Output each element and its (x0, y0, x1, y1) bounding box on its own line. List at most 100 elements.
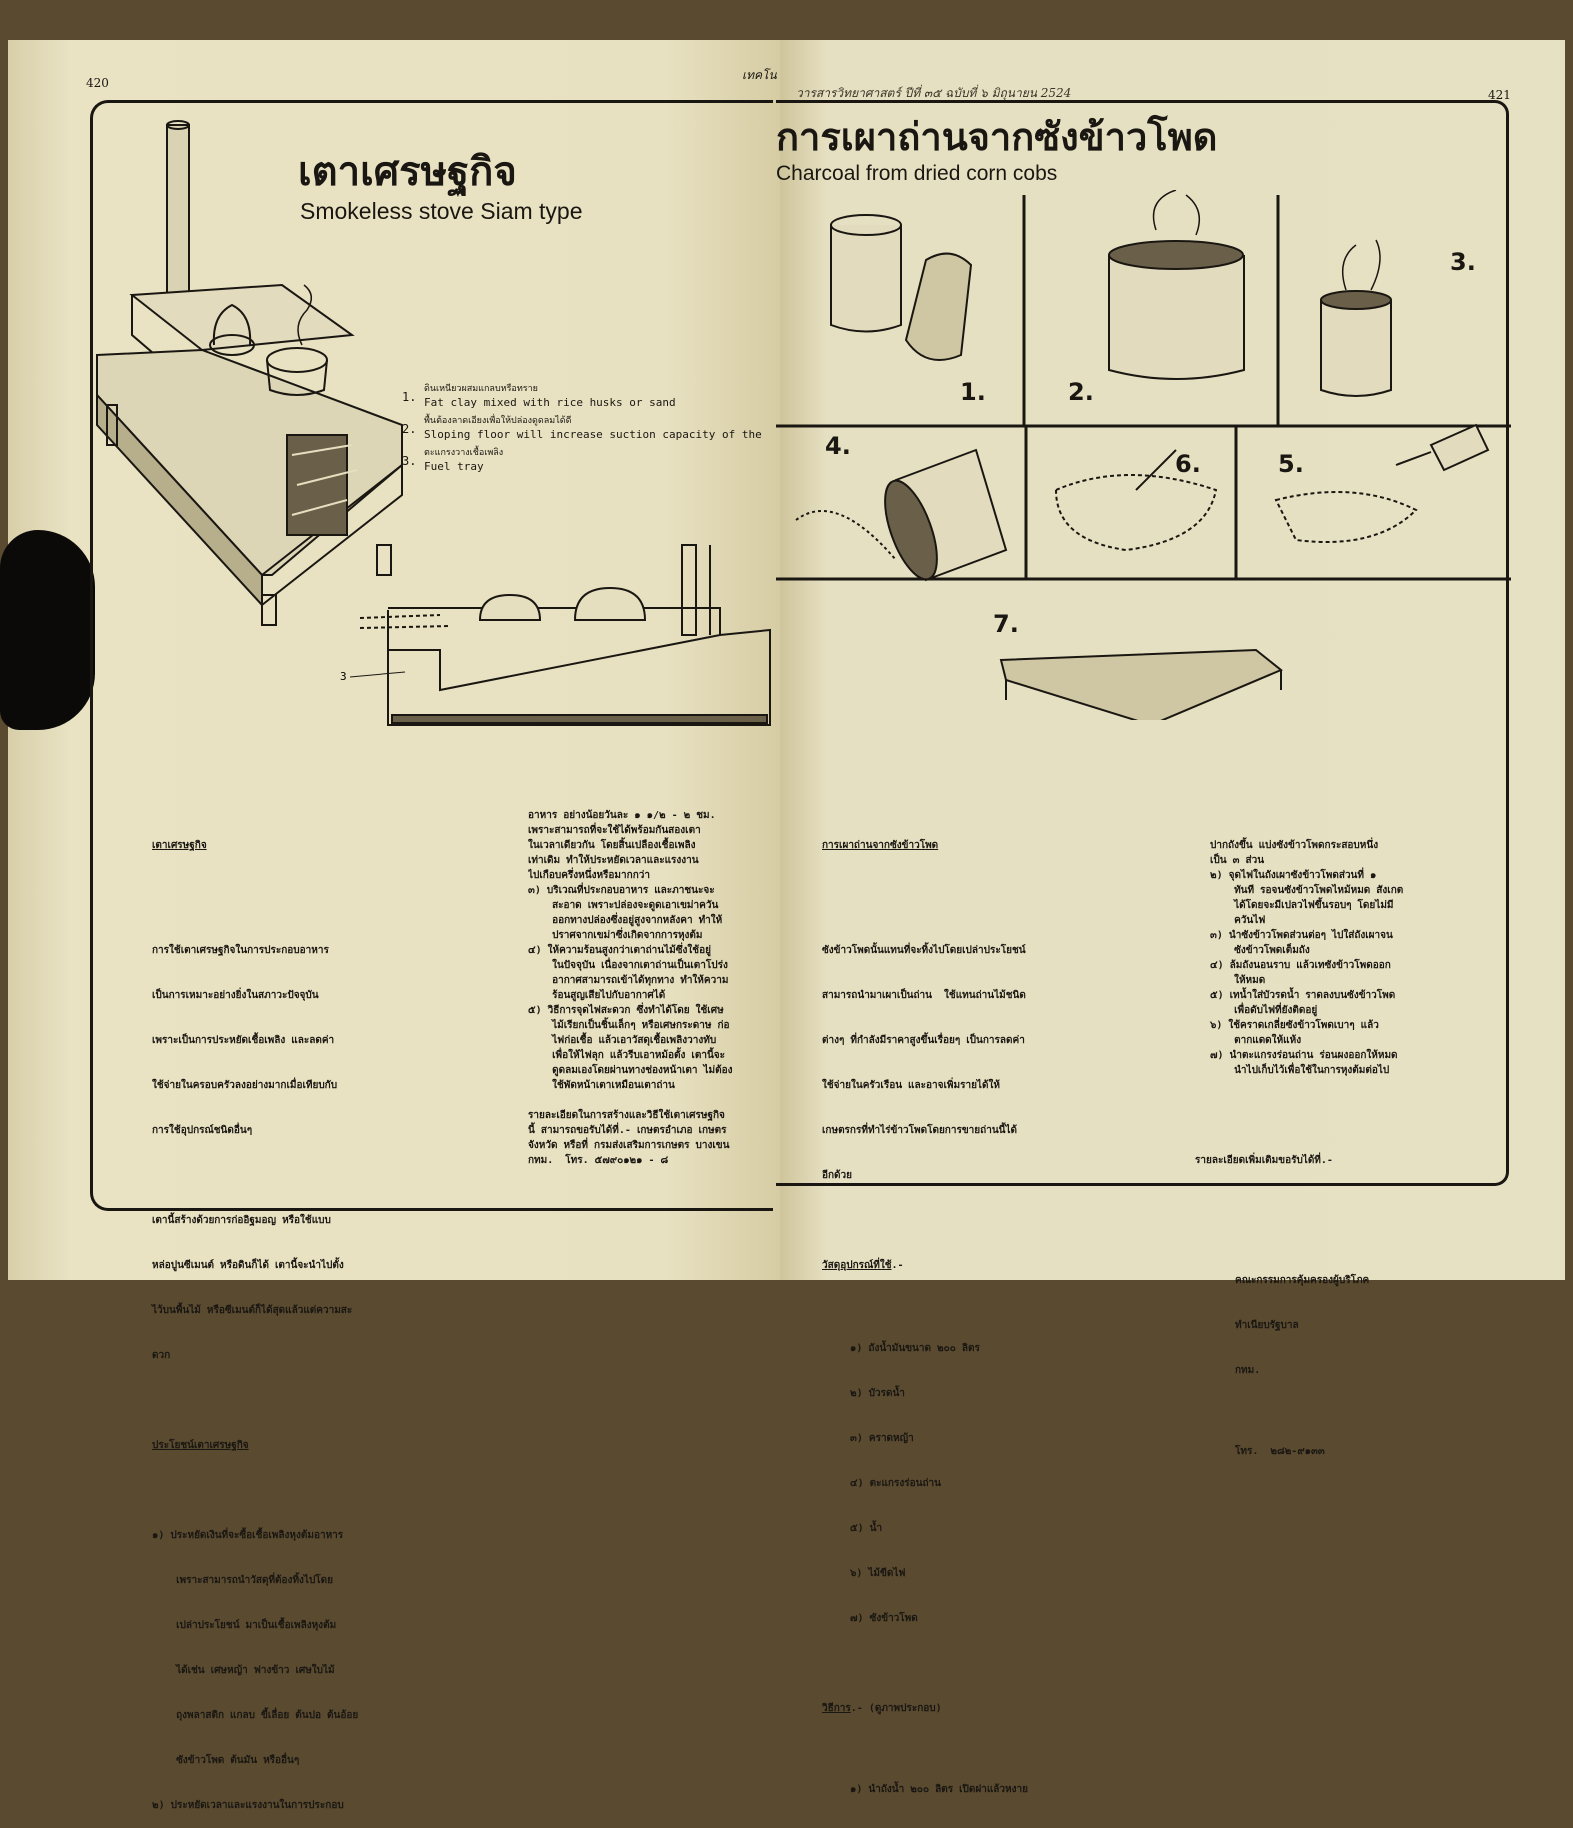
legend-thai: ดินเหนียวผสมแกลบหรือทราย (424, 384, 538, 394)
text-line: กทม. โทร. ๕๗๙๐๑๒๑ - ๘ (528, 1155, 669, 1166)
text-line: สะอาด เพราะปล่องจะดูดเอาเขม่าควัน (528, 900, 719, 911)
materials-heading: วัสดุอุปกรณ์ที่ใช้ (822, 1260, 892, 1271)
text-line: เพราะสามารถนำวัสดุที่ต้องทิ้งไปโดย (152, 1575, 334, 1586)
text-line: เป็น ๓ ส่วน (1210, 855, 1265, 866)
method-heading: วิธีการ (822, 1703, 851, 1714)
text-line: เตานี้สร้างด้วยการก่ออิฐมอญ หรือใช้แบบ (152, 1215, 331, 1226)
text-line: ได้เช่น เศษหญ้า ฟางข้าว เศษใบไม้ (152, 1665, 335, 1676)
stove-cross-section: 3 (340, 544, 771, 726)
text-line: นำไปเก็บไว้เพื่อใช้ในการหุงต้มต่อไป (1210, 1065, 1390, 1076)
charcoal-text-column-2: ปากถังขึ้น แบ่งซังข้าวโพดกระสอบหนึ่งเป็น… (1195, 808, 1403, 1504)
text-line: ถุงพลาสติก แกลบ ขี้เลื่อย ต้นปอ ต้นอ้อย (152, 1710, 359, 1721)
charcoal-title-thai: การเผาถ่านจากซังข้าวโพด (776, 115, 1218, 159)
text-line: ใช้จ่ายในครัวเรือน และอาจเพิ่มรายได้ให้ (822, 1080, 1000, 1091)
legend-number: 1. (402, 390, 417, 404)
text-line: เท่าเดิม ทำให้ประหยัดเวลาและแรงงาน (528, 855, 699, 866)
text-line: ๓) นำซังข้าวโพดส่วนต่อๆ ไปใส่ถังเผาจน (1210, 930, 1393, 941)
step-label: 6. (1175, 450, 1201, 478)
text-line: ซังข้าวโพดนั้นแทนที่จะทิ้งไปโดยเปล่าประโ… (822, 945, 1026, 956)
text-line: ต่างๆ ที่กำลังมีราคาสูงขึ้นเรื่อยๆ เป็นก… (822, 1035, 1025, 1046)
material-item: ๖) ไม้ขีดไฟ (850, 1568, 906, 1579)
text-line: รายละเอียดในการสร้างและวิธีใช้เตาเศรษฐกิ… (528, 1110, 725, 1121)
legend-item: 2. พื้นต้องลาดเอียงเพื่อให้ปล่องดูดลมได้… (402, 414, 774, 442)
section-heading: การเผาถ่านจากซังข้าวโพด (822, 840, 939, 851)
text-line: เพราะเป็นการประหยัดเชื้อเพลิง และลดค่า (152, 1035, 335, 1046)
text-line: ๒) ประหยัดเวลาและแรงงานในการประกอบ (152, 1800, 344, 1811)
text-line: ไฟก่อเชื้อ แล้วเอาวัสดุเชื้อเพลิงวางทับ (528, 1035, 717, 1046)
method-suffix: .- (ดูภาพประกอบ) (850, 1703, 942, 1714)
more-info-label: รายละเอียดเพิ่มเติมขอรับได้ที่.- (1195, 1155, 1333, 1166)
step-label: 2. (1068, 378, 1094, 406)
legend-number: 2. (402, 422, 417, 436)
text-line: ในเวลาเดียวกัน โดยสิ้นเปลืองเชื้อเพลิง (528, 840, 696, 851)
charcoal-title-english: Charcoal from dried corn cobs (776, 162, 1058, 185)
thumb-shadow (0, 530, 95, 730)
contact-line: ทำเนียบรัฐบาล (1235, 1320, 1299, 1331)
contact-line: คณะกรรมการคุ้มครองผู้บริโภค (1235, 1275, 1370, 1286)
text-line: ซังข้าวโพดเต็มถัง (1210, 945, 1310, 956)
text-line: การใช้เตาเศรษฐกิจในการประกอบอาหาร (152, 945, 329, 956)
contact-line: กทม. (1235, 1365, 1261, 1376)
text-line: ให้หมด (1210, 975, 1266, 986)
text-line: นี้ สามารถขอรับได้ที่.- เกษตรอำเภอ เกษตร (528, 1125, 727, 1136)
charcoal-steps-illustration (776, 190, 1511, 720)
legend-thai: พื้นต้องลาดเอียงเพื่อให้ปล่องดูดลมได้ดี (424, 416, 572, 426)
step-label: 4. (825, 432, 851, 460)
materials-suffix: .- (891, 1260, 904, 1271)
page-number-right: 421 (1488, 88, 1511, 102)
legend-item: 1. ดินเหนียวผสมแกลบหรือทราย Fat clay mix… (402, 382, 774, 410)
text-line: ๑) ประหยัดเงินที่จะซื้อเชื้อเพลิงหุงต้มอ… (152, 1530, 344, 1541)
text-line: ควันไฟ (1210, 915, 1266, 926)
text-line: ๖) ใช้คราดเกลี่ยซังข้าวโพดเบาๆ แล้ว (1210, 1020, 1379, 1031)
text-line: ๔) ล้มถังนอนราบ แล้วเทซังข้าวโพดออก (1210, 960, 1391, 971)
text-line: ออกทางปล่องซึ่งอยู่สูงจากหลังคา ทำให้ (528, 915, 723, 926)
diagram-label: 3 (340, 670, 347, 683)
text-line: ไม้เรียกเป็นชิ้นเล็กๆ หรือเศษกระดาษ ก่อ (528, 1020, 730, 1031)
text-line: ทันที รอจนซังข้าวโพดไหม้หมด สังเกต (1210, 885, 1404, 896)
text-line: ปากถังขึ้น แบ่งซังข้าวโพดกระสอบหนึ่ง (1210, 840, 1379, 851)
text-line: ใช้พัดหน้าเตาเหมือนเตาถ่าน (528, 1080, 675, 1091)
legend-english: Fat clay mixed with rice husks or sand (424, 396, 676, 409)
material-item: ๒) บัวรดน้ำ (850, 1388, 905, 1399)
text-line: ดวก (152, 1350, 171, 1361)
stove-legend: 1. ดินเหนียวผสมแกลบหรือทราย Fat clay mix… (402, 382, 774, 478)
text-line: เกษตรกรที่ทำไร่ข้าวโพดโดยการขายถ่านนี้ได… (822, 1125, 1018, 1136)
text-line: เพื่อดับไฟที่ยังติดอยู่ (1210, 1005, 1318, 1016)
charcoal-text-column-1: การเผาถ่านจากซังข้าวโพด ซังข้าวโพดนั้นแท… (822, 808, 1028, 1812)
text-line: ไว้บนพื้นไม้ หรือซีเมนต์ก็ได้สุดแล้วแต่ค… (152, 1305, 353, 1316)
text-line: ๓) บริเวณที่ประกอบอาหาร และภาชนะจะ (528, 885, 715, 896)
text-line: ๒) จุดไฟในถังเผาซังข้าวโพดส่วนที่ ๑ (1210, 870, 1377, 881)
stove-illustration (96, 120, 403, 626)
text-line: ๗) นำตะแกรงร่อนถ่าน ร่อนผงออกให้หมด (1210, 1050, 1398, 1061)
stove-title-thai: เตาเศรษฐกิจ (298, 149, 517, 195)
text-line: อาหาร อย่างน้อยวันละ ๑ ๑/๒ - ๒ ชม. (528, 810, 716, 821)
material-item: ๗) ซังข้าวโพด (850, 1613, 918, 1624)
text-line: การใช้อุปกรณ์ชนิดอื่นๆ (152, 1125, 253, 1136)
text-line: เป็นการเหมาะอย่างยิ่งในสภาวะปัจจุบัน (152, 990, 319, 1001)
stove-text-column-1: เตาเศรษฐกิจ การใช้เตาเศรษฐกิจในการประกอบ… (152, 808, 358, 1828)
text-line: ได้โดยจะมีเปลวไฟขึ้นรอบๆ โดยไม่มี (1210, 900, 1394, 911)
legend-thai: ตะแกรงวางเชื้อเพลิง (424, 448, 504, 458)
legend-item: 3. ตะแกรงวางเชื้อเพลิง Fuel tray (402, 446, 774, 474)
text-line: ไปเกือบครึ่งหนึ่งหรือมากกว่า (528, 870, 650, 881)
stove-text-column-2: อาหาร อย่างน้อยวันละ ๑ ๑/๒ - ๒ ชม. เพราะส… (528, 808, 778, 1168)
legend-english: Fuel tray (424, 460, 484, 473)
material-item: ๓) คราดหญ้า (850, 1433, 914, 1444)
text-line: เพื่อให้ไฟลุก แล้วรีบเอาหม้อตั้ง เตานี้จ… (528, 1050, 726, 1061)
step-label: 1. (960, 378, 986, 406)
step-label: 3. (1450, 248, 1476, 276)
step-label: 7. (993, 610, 1019, 638)
text-line: อากาศสามารถเข้าได้ทุกทาง ทำให้ความ (528, 975, 729, 986)
text-line: เปล่าประโยชน์ มาเป็นเชื้อเพลิงหุงต้ม (152, 1620, 337, 1631)
method-item: ๑) นำถังน้ำ ๒๐๐ ลิตร เปิดฝาแล้วหงาย (850, 1784, 1028, 1795)
text-line: หล่อปูนซีเมนต์ หรือดินก็ได้ เตานี้จะนำไป… (152, 1260, 344, 1271)
method-steps: ปากถังขึ้น แบ่งซังข้าวโพดกระสอบหนึ่งเป็น… (1195, 838, 1403, 1078)
running-header: วารสารวิทยาศาสตร์ ปีที่ ๓๕ ฉบับที่ ๖ มิถ… (796, 86, 1072, 100)
right-page-frame (776, 100, 1509, 1186)
text-line: ใช้จ่ายในครอบครัวลงอย่างมากเมื่อเทียบกับ (152, 1080, 338, 1091)
left-page (8, 40, 780, 1280)
text-line: เพราะสามารถที่จะใช้ได้พร้อมกันสองเตา (528, 825, 701, 836)
text-line: ร้อนสูญเสียไปกับอากาศได้ (528, 990, 666, 1001)
text-line: ปราศจากเขม่าซึ่งเกิดจากการหุงต้ม (528, 930, 703, 941)
material-item: ๑) ถังน้ำมันขนาด ๒๐๐ ลิตร (850, 1343, 980, 1354)
